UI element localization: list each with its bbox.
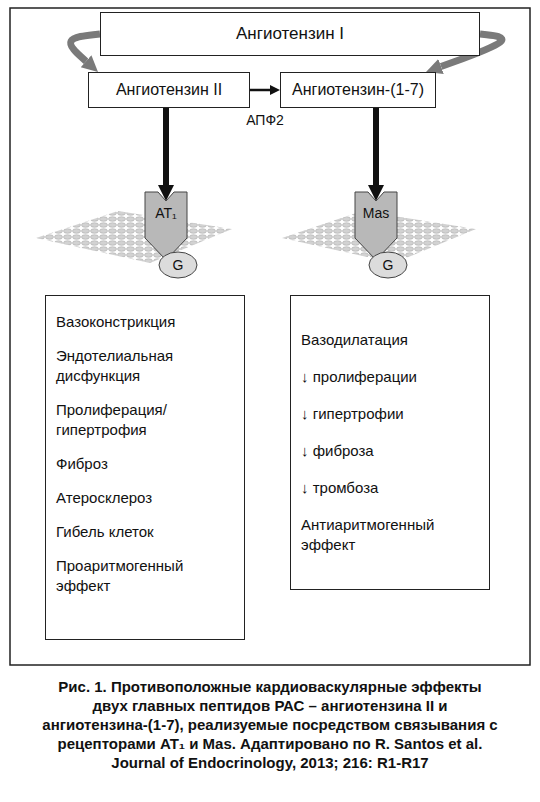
receptor-outline [145, 192, 187, 262]
outer-frame [10, 8, 530, 665]
effect-item: Пролиферация/ гипертрофия [56, 400, 218, 440]
node-label: Mas [355, 205, 397, 221]
effects-box: Вазодилатация ↓ пролиферации ↓ гипертрофии… [290, 295, 490, 590]
effect-item: ↓ гипертрофии [301, 404, 463, 424]
node-label: Ангиотензин-(1-7) [292, 81, 424, 99]
effect-item: ↓ пролиферации [301, 367, 463, 387]
node-label: G [368, 251, 408, 279]
connector-arrow [250, 89, 270, 92]
effect-item: ↓ фиброза [301, 441, 463, 461]
effect-item: Антиаритмогенный эффект [301, 515, 463, 555]
node-label: AT₁ [145, 205, 187, 221]
peptide-box: Ангиотензин I [100, 12, 480, 56]
g-protein-outline [159, 252, 197, 278]
peptide-box: Ангиотензин II [88, 72, 250, 108]
effect-item: Фиброз [56, 454, 218, 474]
g-protein: G [368, 251, 408, 279]
receptor-outline [145, 192, 187, 260]
effect-item: Эндотелиальная дисфункция [56, 346, 218, 386]
connector-arrow [71, 34, 100, 61]
g-protein: G [158, 251, 198, 279]
effect-item: Гибель клеток [56, 522, 218, 542]
g-protein-outline [369, 252, 407, 278]
receptor-outline [355, 192, 397, 260]
effect-item: Вазодилатация [301, 330, 463, 350]
receptor-symbol: AT₁ [145, 192, 187, 262]
enzyme-label: АПФ2 [244, 112, 286, 128]
connector-arrow [163, 108, 169, 185]
effect-item: Вазоконстрикция [56, 312, 218, 332]
peptide-box: Ангиотензин-(1-7) [280, 72, 436, 108]
connector-arrow [373, 108, 379, 185]
node-label: Ангиотензин II [116, 81, 222, 99]
figure-caption: Рис. 1. Противоположные кардиоваскулярны… [40, 677, 500, 772]
receptor-outline [355, 192, 397, 262]
effect-item: ↓ тромбоза [301, 478, 463, 498]
effects-box: ВазоконстрикцияЭндотелиальная дисфункция… [45, 295, 245, 640]
node-label: G [158, 251, 198, 279]
cell-membrane [36, 211, 232, 263]
effect-item: Атеросклероз [56, 488, 218, 508]
node-label: Ангиотензин I [236, 24, 344, 44]
effect-item: Проаритмогенный эффект [56, 556, 218, 596]
receptor-symbol: Mas [355, 192, 397, 262]
